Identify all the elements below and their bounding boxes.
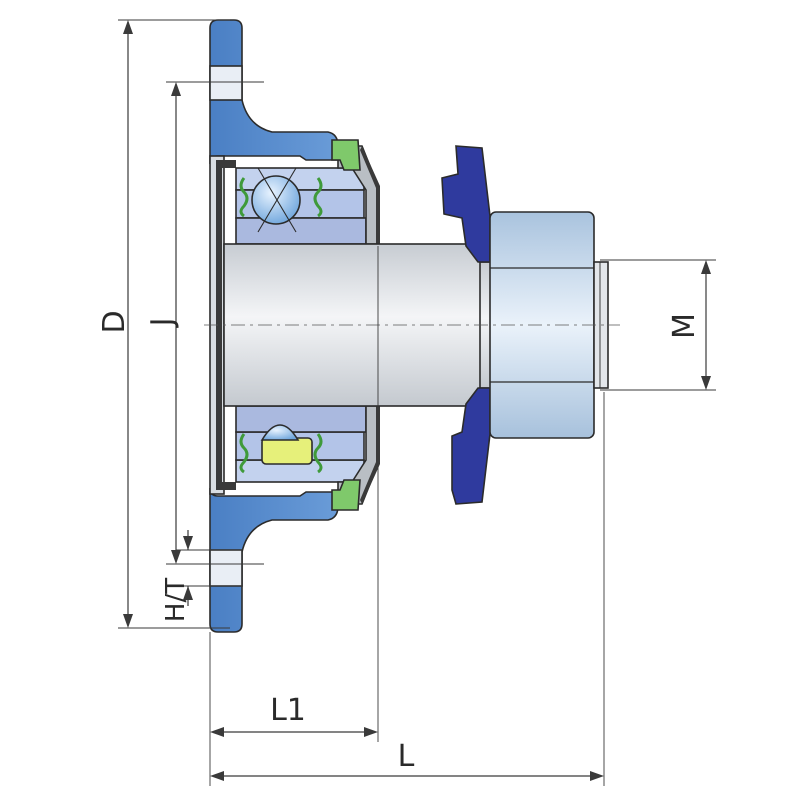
label-L: L: [398, 739, 415, 774]
dimension-L1: L1: [209, 246, 379, 786]
arrow-J-bottom: [171, 550, 181, 564]
rubber-liner: [216, 160, 236, 490]
bolt-hole-upper: [209, 65, 243, 101]
flange-lower: [209, 487, 339, 633]
dimension-J: J: [145, 81, 264, 565]
dimension-HT: H/T: [161, 530, 242, 622]
arrow-M-bottom: [701, 376, 711, 390]
arrow-M-top: [701, 260, 711, 274]
label-HT: H/T: [161, 578, 191, 622]
ball-upper-cross-2: [257, 167, 297, 233]
cage-lower: [261, 437, 313, 465]
spinner-upper: [441, 145, 491, 263]
ball-lower: [260, 424, 300, 441]
seal-spring-upper-right: [313, 177, 323, 218]
seal-spring-lower-left: [239, 433, 249, 474]
arrow-L-right: [590, 771, 604, 781]
rubber-edge-upper: [360, 146, 380, 244]
label-L1: L1: [270, 693, 306, 728]
label-J: J: [145, 318, 180, 329]
arrow-L-left: [210, 771, 224, 781]
arrow-HT-top: [183, 536, 193, 550]
arrow-J-top: [171, 82, 181, 96]
seal-right-lower: [331, 479, 361, 511]
seal-right-upper: [331, 139, 361, 171]
arrow-L1-right: [364, 727, 378, 737]
arrow-HT-bottom: [183, 586, 193, 600]
seal-spring-lower-right: [313, 433, 323, 474]
spinner-ring: [441, 145, 491, 505]
arrow-D-bottom: [123, 614, 133, 628]
bearing-balls: [251, 167, 313, 465]
bolt-hole-lower: [209, 549, 243, 587]
dimension-L: L: [210, 392, 605, 786]
arrow-L1-left: [210, 727, 224, 737]
inner-race-lower: [235, 405, 367, 433]
seal-spring-upper-left: [239, 177, 249, 218]
ball-upper: [251, 175, 301, 225]
dimension-M: M: [600, 259, 716, 391]
inner-race-upper: [235, 217, 367, 245]
label-M: M: [667, 313, 702, 339]
seals: [239, 139, 361, 511]
arrow-D-top: [123, 20, 133, 34]
label-D: D: [97, 310, 132, 333]
spinner-lower: [451, 387, 491, 505]
dimension-D: D: [97, 19, 230, 629]
